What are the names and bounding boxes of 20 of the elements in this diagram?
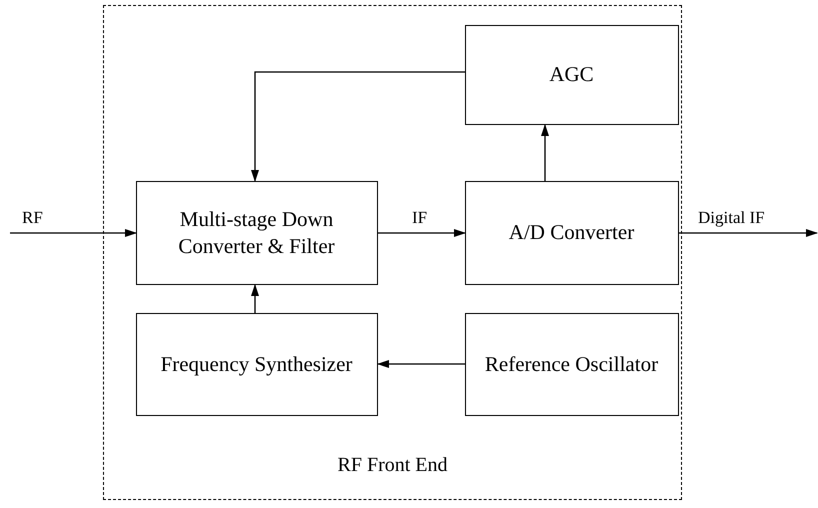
edge-label: Digital IF [698,208,765,228]
box-label: AGC [549,61,594,88]
arrow [541,124,549,181]
process-box [464,24,678,124]
arrow [679,229,818,237]
arrow [10,229,137,237]
process-box [136,312,378,416]
process-box [464,312,678,416]
arrow [377,360,465,368]
arrow [378,229,466,237]
box-label: Reference Oscillator [484,350,658,378]
process-box [464,180,678,284]
box-label: Multi-stage Down Converter & Filter [177,206,336,259]
box-label: A/D Converter [508,219,634,246]
arrow [251,284,259,313]
dashed-group-frame [103,5,682,500]
box-label: Frequency Synthesizer [160,350,352,378]
process-box [136,180,378,284]
arrow [251,71,465,182]
group-label: RF Front End [337,454,448,477]
